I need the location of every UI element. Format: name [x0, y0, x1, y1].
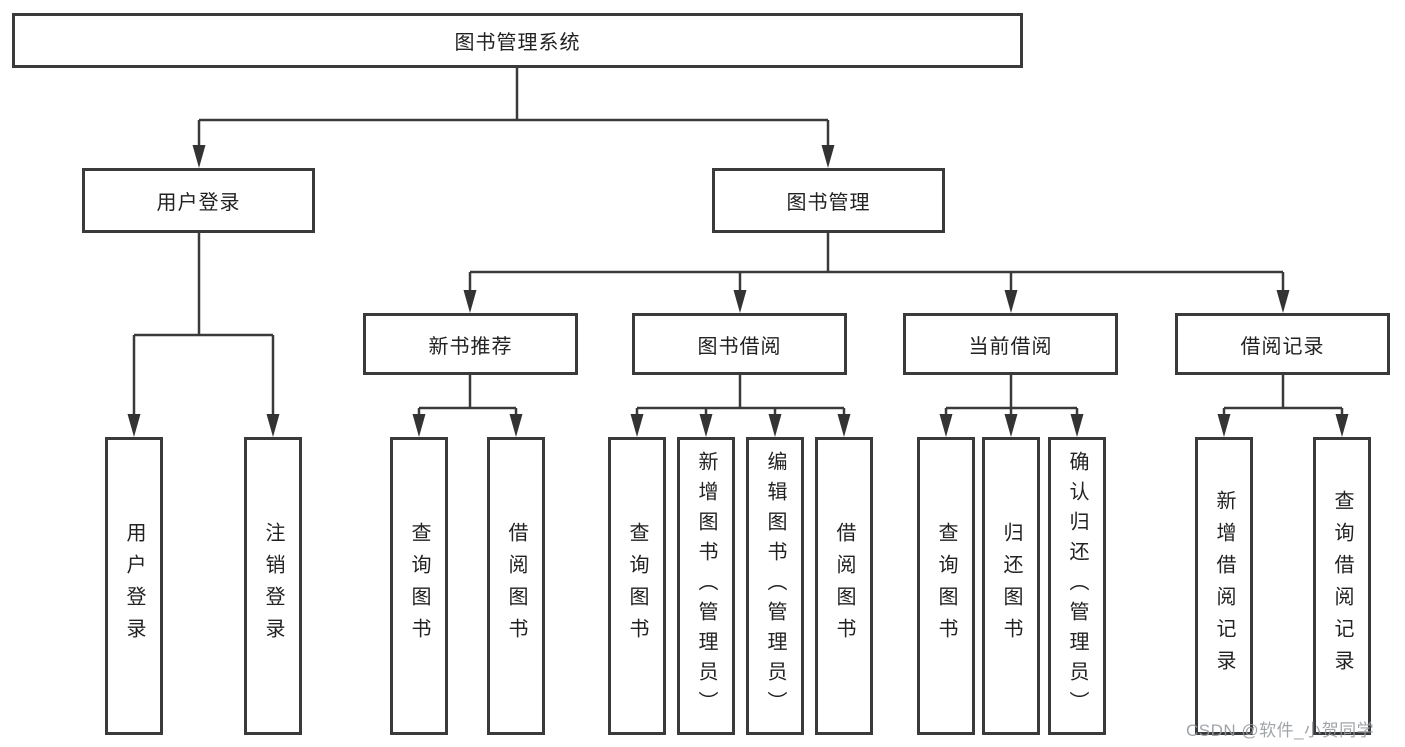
- leaf-user-login-label: 用户登录: [123, 522, 145, 650]
- arrowhead: [1276, 290, 1290, 313]
- leaf-query-book-1: 查询图书: [390, 437, 448, 735]
- leaf-user-login: 用户登录: [105, 437, 163, 735]
- leaf-edit-book-admin: 编辑图书（管理员）: [746, 437, 804, 735]
- node-current-borrow-label: 当前借阅: [968, 335, 1053, 358]
- connector-root-to-level2: [197, 68, 830, 147]
- leaf-confirm-return-admin: 确认归还（管理员）: [1048, 437, 1106, 735]
- connector-borrow-branch: [635, 375, 846, 416]
- node-root-system: 图书管理系统: [12, 13, 1023, 68]
- leaf-borrow-book-1: 借阅图书: [487, 437, 545, 735]
- arrowhead: [837, 414, 851, 437]
- node-book-management-branch-label: 图书管理: [786, 192, 871, 214]
- node-book-borrow: 图书借阅: [632, 313, 847, 375]
- leaf-add-borrow-record: 新增借阅记录: [1195, 437, 1253, 735]
- leaf-edit-book-admin-label: 编辑图书（管理员）: [764, 451, 786, 721]
- arrowhead: [1004, 290, 1018, 313]
- leaf-query-book-1-label: 查询图书: [408, 522, 430, 650]
- arrowhead: [1217, 414, 1231, 437]
- leaf-query-borrow-record: 查询借阅记录: [1313, 437, 1371, 735]
- arrowhead: [412, 414, 426, 437]
- arrowhead: [821, 145, 835, 168]
- leaf-add-book-admin: 新增图书（管理员）: [677, 437, 735, 735]
- node-borrow-records-label: 借阅记录: [1240, 335, 1325, 358]
- connector-records-branch: [1222, 375, 1344, 416]
- node-new-book-recommend: 新书推荐: [363, 313, 578, 375]
- arrowhead: [939, 414, 953, 437]
- node-new-book-recommend-label: 新书推荐: [428, 335, 513, 358]
- leaf-query-borrow-record-label: 查询借阅记录: [1331, 490, 1353, 682]
- arrowhead: [768, 414, 782, 437]
- arrowhead: [463, 290, 477, 313]
- arrowhead: [127, 414, 141, 437]
- connector-newbook-branch: [417, 375, 518, 416]
- arrowhead: [1004, 414, 1018, 437]
- csdn-watermark: CSDN @软件_小贺同学: [1186, 721, 1375, 740]
- connector-bookmgmt-branch: [468, 233, 1285, 292]
- node-current-borrow: 当前借阅: [903, 313, 1118, 375]
- node-user-login-branch-label: 用户登录: [156, 192, 241, 214]
- leaf-confirm-return-admin-label: 确认归还（管理员）: [1066, 451, 1088, 721]
- connector-userlogin-branch: [132, 233, 275, 416]
- leaf-borrow-book-2: 借阅图书: [815, 437, 873, 735]
- arrowhead: [1070, 414, 1084, 437]
- arrowhead: [1335, 414, 1349, 437]
- arrowhead: [192, 145, 206, 168]
- leaf-return-book: 归还图书: [982, 437, 1040, 735]
- leaf-logout-label: 注销登录: [262, 522, 284, 650]
- leaf-query-book-3-label: 查询图书: [935, 522, 957, 650]
- leaf-add-borrow-record-label: 新增借阅记录: [1213, 490, 1235, 682]
- node-book-borrow-label: 图书借阅: [697, 335, 782, 358]
- node-root-label: 图书管理系统: [454, 32, 581, 54]
- arrowhead: [509, 414, 523, 437]
- arrowhead: [699, 414, 713, 437]
- leaf-borrow-book-2-label: 借阅图书: [833, 522, 855, 650]
- arrowhead: [733, 290, 747, 313]
- connector-current-branch: [944, 375, 1079, 416]
- node-book-management-branch: 图书管理: [712, 168, 945, 233]
- node-user-login-branch: 用户登录: [82, 168, 315, 233]
- arrowhead: [630, 414, 644, 437]
- leaf-return-book-label: 归还图书: [1000, 522, 1022, 650]
- leaf-borrow-book-1-label: 借阅图书: [505, 522, 527, 650]
- leaf-query-book-2-label: 查询图书: [626, 522, 648, 650]
- arrowhead: [266, 414, 280, 437]
- leaf-query-book-3: 查询图书: [917, 437, 975, 735]
- leaf-query-book-2: 查询图书: [608, 437, 666, 735]
- leaf-logout: 注销登录: [244, 437, 302, 735]
- leaf-add-book-admin-label: 新增图书（管理员）: [695, 451, 717, 721]
- node-borrow-records: 借阅记录: [1175, 313, 1390, 375]
